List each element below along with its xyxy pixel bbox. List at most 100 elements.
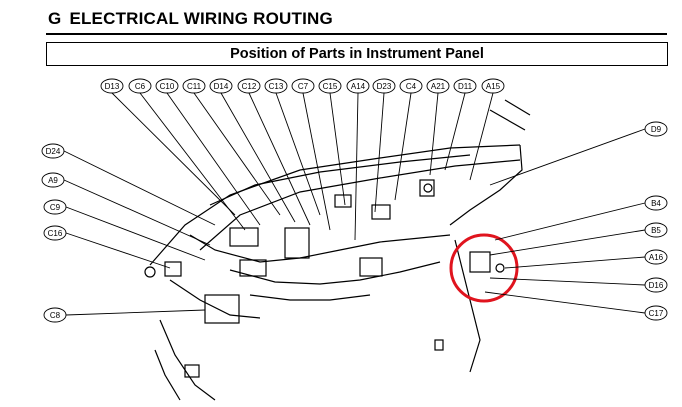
connector-label: C15 <box>323 82 338 91</box>
connector-label: C16 <box>48 229 63 238</box>
leader-line <box>484 291 646 314</box>
connector-callout-d9: D9 <box>489 121 668 186</box>
connector-callout-d16: D16 <box>489 277 668 293</box>
connector-label: C7 <box>298 82 309 91</box>
connector-oval <box>43 307 67 323</box>
connector-label: C6 <box>135 82 146 91</box>
connector-callout-c12: C12 <box>237 78 311 226</box>
leader-line <box>275 92 321 216</box>
connector-label: A9 <box>48 176 58 185</box>
connector-label: C11 <box>187 82 202 91</box>
connector-label: C4 <box>406 82 417 91</box>
connector-label: D14 <box>214 82 229 91</box>
section-letter: G <box>48 9 62 28</box>
connector-callout-a21: A21 <box>426 78 450 176</box>
leader-line <box>65 232 171 269</box>
connector-label: D23 <box>377 82 392 91</box>
connector-callout-d24: D24 <box>41 143 216 226</box>
connector-oval <box>644 195 668 211</box>
connector-label: C17 <box>649 309 664 318</box>
leader-line <box>394 92 412 201</box>
connector-oval <box>182 78 206 94</box>
connector-oval <box>155 78 179 94</box>
leader-line <box>139 92 246 231</box>
connector-oval <box>644 277 668 293</box>
connector-callout-a16: A16 <box>504 249 668 269</box>
connector-callout-c15: C15 <box>318 78 346 206</box>
section-title: ELECTRICAL WIRING ROUTING <box>69 9 333 28</box>
connector-callout-c11: C11 <box>182 78 281 216</box>
connector-label: D13 <box>105 82 120 91</box>
connector-callout-d13: D13 <box>100 78 236 216</box>
section-heading: G ELECTRICAL WIRING ROUTING <box>48 9 333 29</box>
connector-label: D11 <box>458 82 473 91</box>
connector-callout-c6: C6 <box>128 78 246 231</box>
connector-oval <box>453 78 477 94</box>
connector-callout-a9: A9 <box>41 172 211 246</box>
connector-callout-c17: C17 <box>484 291 668 321</box>
connector-label: A21 <box>431 82 446 91</box>
connector-label: A16 <box>649 253 664 262</box>
leader-line <box>63 150 216 226</box>
connector-callout-d23: D23 <box>372 78 396 213</box>
connector-callout-a15: A15 <box>469 78 505 181</box>
connector-label: D16 <box>649 281 664 290</box>
connector-label: A15 <box>486 82 501 91</box>
connector-callout-c7: C7 <box>291 78 331 231</box>
connector-callout-c13: C13 <box>264 78 321 216</box>
connector-oval <box>399 78 423 94</box>
connector-callout-d14: D14 <box>209 78 296 223</box>
leader-line <box>494 202 646 241</box>
highlight-circle <box>449 233 519 303</box>
leader-line <box>469 92 494 181</box>
connector-oval <box>318 78 342 94</box>
connector-callout-b5: B5 <box>489 222 668 256</box>
connector-label: D9 <box>651 125 662 134</box>
connector-callout-a14: A14 <box>346 78 370 241</box>
heading-rule <box>46 33 667 35</box>
instrument-panel-drawing <box>144 99 531 401</box>
connector-oval <box>291 78 315 94</box>
leader-line <box>429 92 439 176</box>
connector-oval <box>644 305 668 321</box>
connector-oval <box>481 78 505 94</box>
connector-oval <box>237 78 261 94</box>
leader-line <box>65 206 206 261</box>
connector-callout-b4: B4 <box>494 195 668 241</box>
leader-line <box>489 229 646 256</box>
leader-line <box>193 92 281 216</box>
leader-line <box>504 256 646 269</box>
connector-label: C12 <box>242 82 257 91</box>
connector-callout-c9: C9 <box>43 199 206 261</box>
leader-line <box>444 92 466 171</box>
connector-label: C8 <box>50 311 61 320</box>
connector-callout-c8: C8 <box>43 307 206 323</box>
leader-line <box>220 92 296 223</box>
connector-oval <box>372 78 396 94</box>
connector-callout-d11: D11 <box>444 78 477 171</box>
leader-line <box>65 309 206 316</box>
connector-callout-c10: C10 <box>155 78 261 226</box>
leader-line <box>374 92 385 213</box>
connector-label: C10 <box>160 82 175 91</box>
connector-callout-c16: C16 <box>43 225 171 269</box>
connector-oval <box>41 172 65 188</box>
leader-line <box>248 92 311 226</box>
connector-oval <box>43 225 67 241</box>
connector-callout-c4: C4 <box>394 78 423 201</box>
connector-label: C13 <box>269 82 284 91</box>
connector-label: D24 <box>46 147 61 156</box>
leader-line <box>489 277 646 286</box>
connector-label: B4 <box>651 199 661 208</box>
diagram-subtitle: Position of Parts in Instrument Panel <box>46 42 668 66</box>
connector-oval <box>128 78 152 94</box>
connector-oval <box>100 78 124 94</box>
connector-oval <box>644 121 668 137</box>
connector-label: A14 <box>351 82 366 91</box>
connector-oval <box>209 78 233 94</box>
connector-oval <box>264 78 288 94</box>
connector-oval <box>346 78 370 94</box>
leader-line <box>354 92 359 241</box>
